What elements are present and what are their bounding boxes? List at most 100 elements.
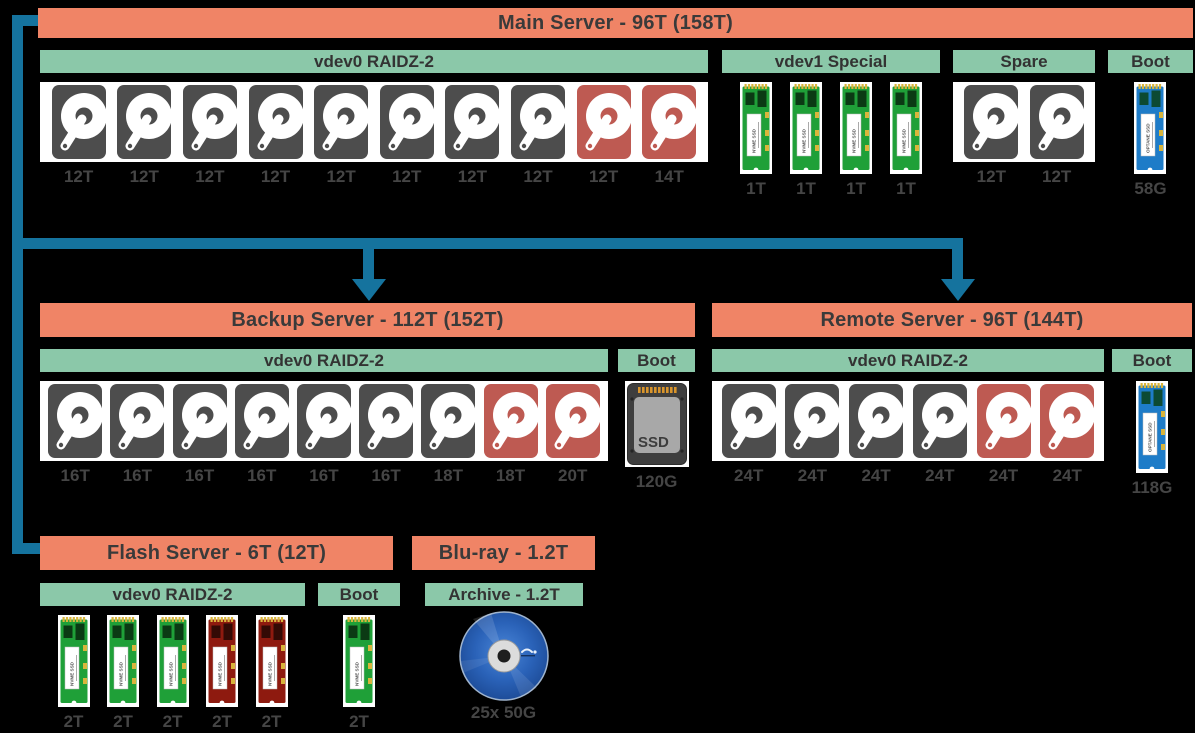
- svg-text:OPTANE SSD: OPTANE SSD: [1148, 422, 1153, 452]
- hdd-icon: [117, 82, 172, 162]
- nvme-m2-icon: NVME SSD: [107, 615, 139, 707]
- hdd-icon: [421, 381, 476, 461]
- backup-boot-band: Boot: [618, 349, 695, 372]
- main-spare-group: Spare 12T 12T: [953, 50, 1095, 187]
- main-vdev0-band: vdev0 RAIDZ-2: [40, 50, 708, 73]
- flash-vdev0-band: vdev0 RAIDZ-2: [40, 583, 305, 606]
- nvme-m2-icon: NVME SSD: [206, 615, 238, 707]
- drive-size-label: 16T: [309, 466, 339, 485]
- backup-server-header: Backup Server - 112T (152T): [40, 303, 695, 337]
- arrow-down-icon: [941, 279, 975, 301]
- drive: 18T: [483, 381, 538, 486]
- drive-size-label: 12T: [588, 167, 619, 186]
- backup-vdev0-band: vdev0 RAIDZ-2: [40, 349, 608, 372]
- svg-text:NVME SSD: NVME SSD: [802, 128, 807, 153]
- drive: 16T: [110, 381, 165, 486]
- hdd-icon: [576, 82, 631, 162]
- remote-vdev0-group: vdev0 RAIDZ-2 24T 24T 24T 24T 24T 2: [712, 349, 1104, 486]
- hdd-icon: [964, 82, 1019, 162]
- drive-size-label: 18T: [433, 466, 463, 485]
- drive: 12T: [314, 82, 369, 187]
- drive: 14T: [642, 82, 697, 187]
- nvme-m2-icon: NVME SSD: [255, 615, 288, 707]
- remote-vdev0-drives: 24T 24T 24T 24T 24T 24T: [712, 381, 1104, 486]
- hdd-icon: [234, 381, 289, 461]
- svg-text:NVME SSD: NVME SSD: [267, 661, 272, 686]
- drive-size-label: 24T: [797, 466, 828, 485]
- drive-size-label: 20T: [558, 466, 588, 485]
- hdd-icon: [912, 381, 967, 461]
- drive: 20T: [545, 381, 600, 486]
- drive-size-label: 1T: [846, 179, 866, 198]
- main-spare-band: Spare: [953, 50, 1095, 73]
- backup-boot-drives: SSD 120G: [618, 381, 695, 492]
- drive: 24T: [912, 381, 967, 486]
- svg-text:OPTANE SSD: OPTANE SSD: [1146, 123, 1151, 153]
- drive-size-label: 24T: [988, 466, 1019, 485]
- drive-size-label: 24T: [734, 466, 764, 485]
- svg-text:NVME SSD: NVME SSD: [355, 661, 360, 686]
- drive-size-label: 18T: [495, 466, 526, 485]
- drive-size-label: 2T: [113, 712, 133, 731]
- drive: 16T: [296, 381, 351, 486]
- drive-size-label: 12T: [195, 167, 225, 186]
- main-spare-drives: 12T 12T: [953, 82, 1095, 187]
- backup-vdev0-group: vdev0 RAIDZ-2 16T 16T 16T 16T 16T 1: [40, 349, 608, 486]
- hdd-icon: [642, 82, 697, 162]
- svg-text:NVME SSD: NVME SSD: [218, 661, 223, 686]
- nvme-m2-icon: NVME SSD: [740, 82, 772, 174]
- drive-size-label: 16T: [371, 466, 401, 485]
- hdd-icon: [785, 381, 840, 461]
- drive-size-label: 12T: [260, 167, 291, 186]
- drive: 24T: [976, 381, 1031, 486]
- main-boot-band: Boot: [1108, 50, 1193, 73]
- flash-server-header: Flash Server - 6T (12T): [40, 536, 393, 570]
- main-vdev1-group: vdev1 Special NVME SSD 1T NVME SSD 1T NV…: [722, 50, 940, 199]
- nvme-m2-icon: NVME SSD: [343, 615, 375, 707]
- hdd-icon: [511, 82, 565, 162]
- drive: OPTANE SSD 58G: [1134, 82, 1167, 199]
- arrow-down-icon: [352, 279, 386, 301]
- nvme-m2-icon: NVME SSD: [890, 82, 922, 174]
- drive-size-label: 2T: [261, 712, 282, 731]
- drive: 24T: [849, 381, 904, 486]
- drive-size-label: 14T: [654, 167, 684, 186]
- main-vdev1-band: vdev1 Special: [722, 50, 940, 73]
- hdd-icon: [248, 82, 303, 162]
- ssd-2.5-icon: SSD: [624, 381, 689, 467]
- drive: 12T: [511, 82, 565, 187]
- drive: 16T: [234, 381, 289, 486]
- drive-size-label: 58G: [1134, 179, 1167, 198]
- connector-bottom-stub: [12, 543, 44, 554]
- connector-mid-horizontal: [12, 238, 963, 249]
- nvme-m2-icon: NVME SSD: [57, 615, 90, 707]
- hdd-icon: [48, 381, 103, 461]
- drive: NVME SSD 2T: [343, 615, 375, 732]
- drive-size-label: 24T: [925, 466, 955, 485]
- svg-text:NVME SSD: NVME SSD: [69, 661, 74, 686]
- drive-size-label: 16T: [122, 466, 153, 485]
- drive: 18T: [421, 381, 476, 486]
- bluray-disc-label: 25x 50G: [470, 703, 537, 722]
- drive: OPTANE SSD 118G: [1132, 381, 1172, 498]
- drive-size-label: 2T: [349, 712, 369, 731]
- drive: 12T: [964, 82, 1019, 187]
- hdd-icon: [483, 381, 538, 461]
- drive: 12T: [248, 82, 303, 187]
- drive: NVME SSD 1T: [840, 82, 872, 199]
- remote-boot-band: Boot: [1112, 349, 1192, 372]
- hdd-icon: [359, 381, 414, 461]
- svg-text:NVME SSD: NVME SSD: [902, 128, 907, 153]
- drive-size-label: 12T: [326, 167, 356, 186]
- drive: 16T: [359, 381, 414, 486]
- svg-text:NVME SSD: NVME SSD: [168, 661, 173, 686]
- drive-size-label: 120G: [635, 472, 678, 491]
- drive: 24T: [1040, 381, 1095, 486]
- backup-vdev0-drives: 16T 16T 16T 16T 16T 16T 18T: [40, 381, 608, 486]
- remote-server-header: Remote Server - 96T (144T): [712, 303, 1192, 337]
- drive: NVME SSD 2T: [57, 615, 90, 732]
- flash-vdev0-group: vdev0 RAIDZ-2 NVME SSD 2T NVME SSD 2T NV…: [40, 583, 305, 732]
- hdd-icon: [296, 381, 351, 461]
- hdd-icon: [314, 82, 369, 162]
